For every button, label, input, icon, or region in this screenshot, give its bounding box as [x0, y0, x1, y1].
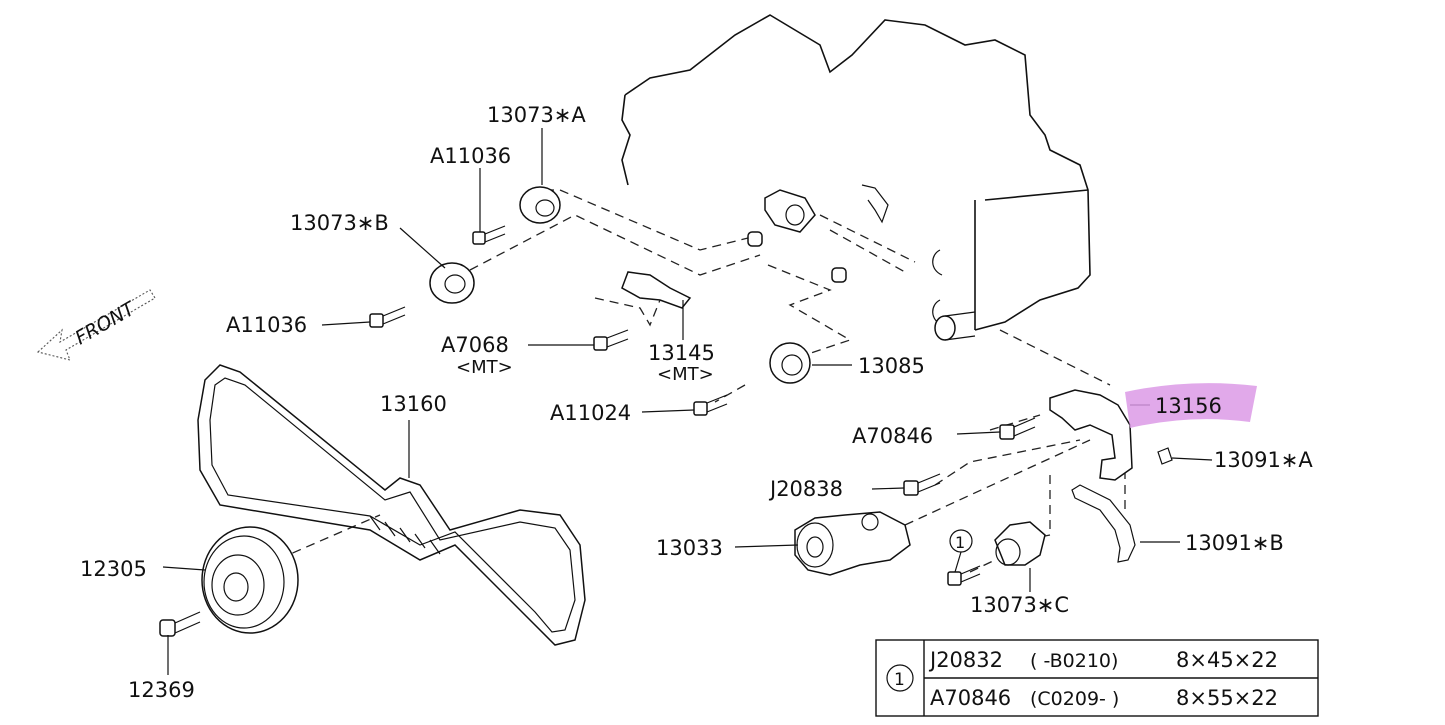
front-arrow: FRONT: [36, 289, 156, 361]
engine-block: [621, 14, 1091, 341]
callout-ref-1[interactable]: 1: [955, 533, 965, 552]
callout-a11024[interactable]: A11024: [550, 401, 631, 425]
upper-components: [369, 184, 889, 416]
crank-pulley: [159, 526, 299, 637]
callout-a11036-top[interactable]: A11036: [430, 144, 511, 168]
legend-row2-range: (C0209- ): [1030, 688, 1119, 710]
callout-a7068[interactable]: A7068: [441, 333, 509, 357]
legend-row2-size: 8×55×22: [1176, 686, 1278, 710]
legend-row1-size: 8×45×22: [1176, 648, 1278, 672]
legend-ref: 1: [894, 670, 905, 690]
callout-13073c[interactable]: 13073∗C: [970, 593, 1069, 617]
callout-13160[interactable]: 13160: [380, 392, 447, 416]
callout-j20838[interactable]: J20838: [768, 477, 843, 501]
callout-13073a[interactable]: 13073∗A: [487, 103, 586, 127]
callout-13145-mt[interactable]: <MT>: [657, 364, 714, 385]
timing-belt: [197, 364, 586, 646]
callout-13091b[interactable]: 13091∗B: [1185, 531, 1284, 555]
ref-circle-1: [949, 529, 973, 553]
legend-row2-part: A70846: [930, 686, 1011, 710]
callout-13156[interactable]: 13156: [1155, 394, 1222, 418]
callout-13145[interactable]: 13145: [648, 341, 715, 365]
callout-13091a[interactable]: 13091∗A: [1214, 448, 1313, 472]
lower-right-components: [794, 389, 1173, 586]
front-label: FRONT: [72, 297, 140, 349]
callout-13033[interactable]: 13033: [656, 536, 723, 560]
legend-row1-part: J20832: [928, 648, 1003, 672]
callout-12369[interactable]: 12369: [128, 678, 195, 702]
legend-ref-circle: [886, 664, 914, 692]
callout-labels: 13073∗A A11036 13073∗B A11036 A7068 <MT>…: [80, 103, 1313, 702]
highlight-13156: [1125, 383, 1257, 428]
callout-12305[interactable]: 12305: [80, 557, 147, 581]
callout-a70846[interactable]: A70846: [852, 424, 933, 448]
callout-a11036-bottom[interactable]: A11036: [226, 313, 307, 337]
legend-table: 1 J20832 ( -B0210) 8×45×22 A70846 (C0209…: [875, 639, 1319, 717]
legend-row1-range: ( -B0210): [1030, 650, 1118, 672]
callout-13085[interactable]: 13085: [858, 354, 925, 378]
callout-a7068-mt[interactable]: <MT>: [456, 357, 513, 378]
callout-13073b[interactable]: 13073∗B: [290, 211, 389, 235]
leader-lines: [162, 128, 1213, 675]
